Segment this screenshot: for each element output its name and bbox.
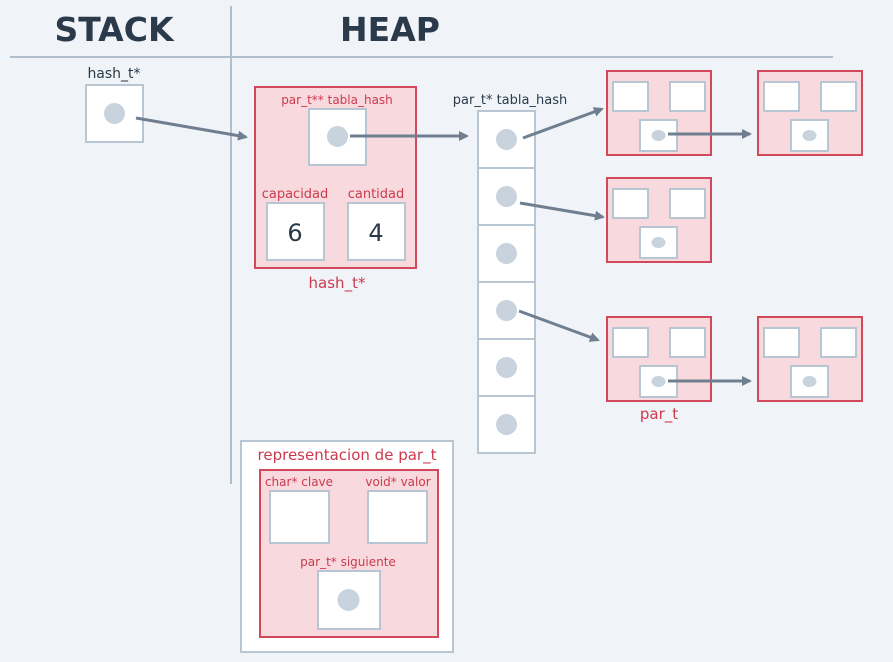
- legend-title: representacion de par_t: [258, 446, 437, 465]
- node-1-0-siguiente-dot: [651, 237, 666, 248]
- stack-title: STACK: [54, 10, 174, 49]
- legend-siguiente-dot: [337, 589, 360, 611]
- arrow-stack-to-hash: [135, 116, 248, 141]
- node-0-0: [606, 70, 712, 156]
- node-1-0-clave: [612, 188, 649, 219]
- table-label: par_t* tabla_hash: [453, 93, 567, 108]
- capacidad-cell: [266, 202, 325, 261]
- table-slot-4-dot: [496, 357, 517, 378]
- node-0-0-valor: [669, 81, 706, 112]
- capacidad-label: capacidad: [262, 187, 329, 202]
- node-0-0-clave: [612, 81, 649, 112]
- table-slot-5-dot: [496, 414, 517, 435]
- node-3-1-siguiente: [790, 365, 829, 398]
- arrow-slot0-to-node: [522, 107, 604, 140]
- hash-table: [477, 110, 536, 454]
- node-label: par_t: [640, 405, 678, 424]
- capacidad-value: 6: [287, 219, 302, 247]
- stack-pointer-dot: [104, 103, 125, 124]
- node-0-1: [757, 70, 863, 156]
- par-t-legend: representacion de par_t char* clave void…: [240, 440, 454, 653]
- node-0-0-siguiente-dot: [651, 130, 666, 141]
- node-3-0: [606, 316, 712, 402]
- hash-struct: par_t** tabla_hash capacidad cantidad 6 …: [254, 86, 417, 269]
- node-0-1-clave: [763, 81, 800, 112]
- legend-siguiente-label: par_t* siguiente: [300, 555, 396, 569]
- hash-struct-name: hash_t*: [309, 274, 366, 293]
- legend-valor-label: void* valor: [365, 475, 430, 489]
- node-3-0-valor: [669, 327, 706, 358]
- legend-valor-cell: [367, 490, 428, 544]
- legend-clave-label: char* clave: [265, 475, 333, 489]
- arrow-slot3-to-node: [518, 309, 600, 342]
- node-3-0-clave: [612, 327, 649, 358]
- table-slot-0-dot: [496, 129, 517, 150]
- node-1-0: [606, 177, 712, 263]
- legend-clave-cell: [269, 490, 330, 544]
- table-slot-3-dot: [496, 300, 517, 321]
- cantidad-cell: [347, 202, 406, 261]
- node-0-1-valor: [820, 81, 857, 112]
- stack-pointer-label: hash_t*: [87, 66, 140, 82]
- node-0-1-siguiente-dot: [802, 130, 817, 141]
- table-slot-1-dot: [496, 186, 517, 207]
- heap-title: HEAP: [340, 10, 440, 49]
- table-slot-2-dot: [496, 243, 517, 264]
- node-3-0-siguiente-dot: [651, 376, 666, 387]
- node-1-0-valor: [669, 188, 706, 219]
- node-3-1-clave: [763, 327, 800, 358]
- tabla-hash-pointer-dot: [327, 126, 348, 147]
- node-3-1-siguiente-dot: [802, 376, 817, 387]
- cantidad-label: cantidad: [348, 187, 405, 202]
- arrow-slot1-to-node: [519, 201, 605, 221]
- tabla-hash-field-label: par_t** tabla_hash: [281, 93, 393, 107]
- node-3-1-valor: [820, 327, 857, 358]
- node-3-1: [757, 316, 863, 402]
- cantidad-value: 4: [368, 219, 383, 247]
